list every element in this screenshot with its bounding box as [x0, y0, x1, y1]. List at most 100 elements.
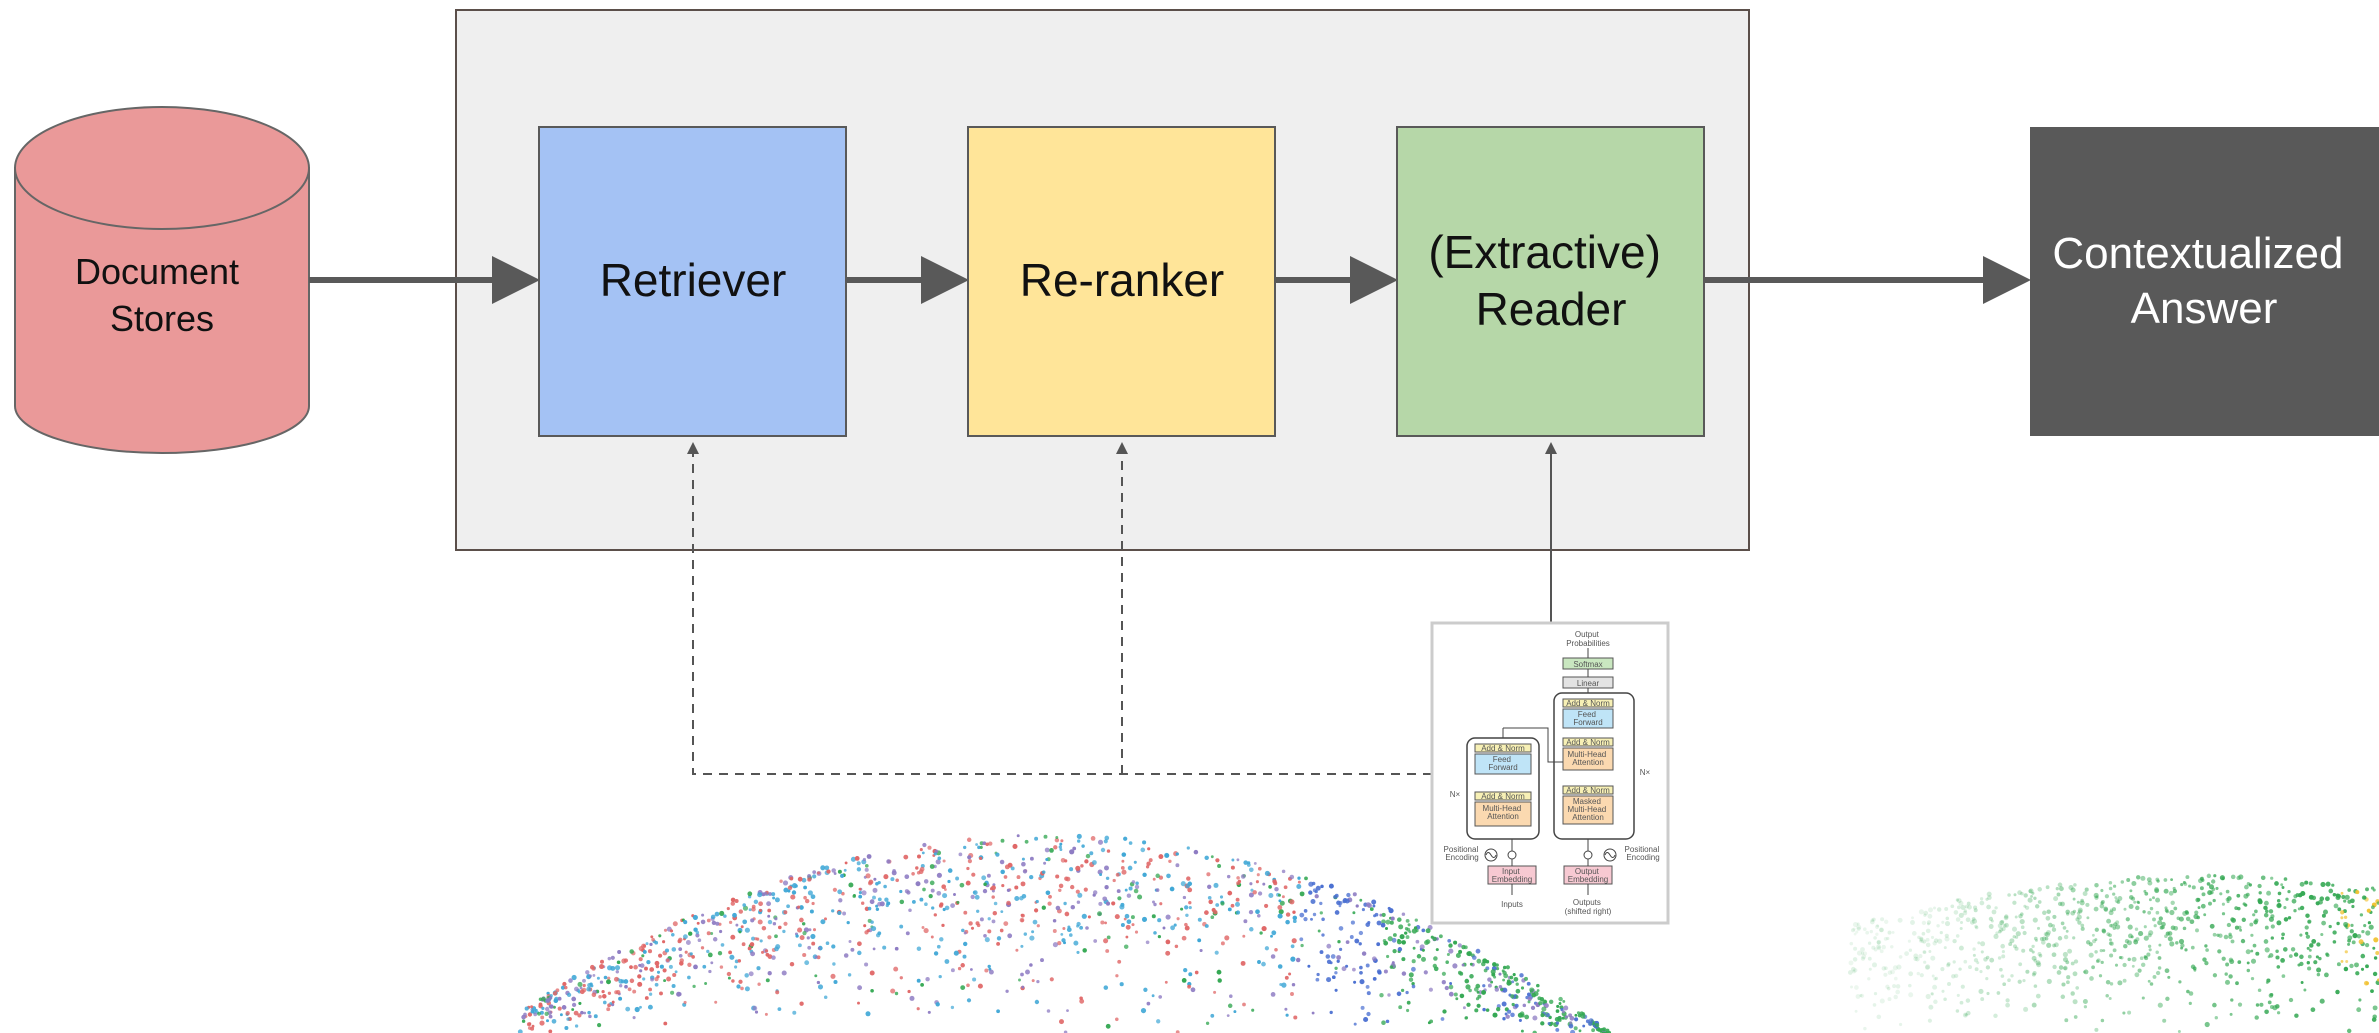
scatter-point	[574, 986, 579, 992]
scatter-point	[708, 969, 712, 974]
scatter-point	[2356, 1007, 2362, 1013]
scatter-point	[996, 936, 1002, 941]
scatter-point	[1473, 987, 1479, 992]
scatter-point	[1950, 904, 1955, 909]
scatter-point	[1399, 934, 1405, 940]
scatter-point	[1085, 926, 1089, 930]
scatter-point	[1264, 870, 1270, 876]
scatter-point	[2117, 980, 2123, 986]
scatter-point	[870, 989, 874, 993]
scatter-point	[1513, 976, 1519, 982]
scatter-point	[2300, 890, 2306, 897]
scatter-point	[2077, 920, 2082, 925]
scatter-point	[797, 927, 803, 933]
scatter-point	[606, 979, 611, 985]
scatter-point	[632, 989, 637, 994]
scatter-point	[2359, 913, 2364, 917]
scatter-point	[907, 989, 911, 994]
scatter-point	[2005, 998, 2010, 1003]
scatter-point	[1077, 892, 1083, 898]
scatter-point	[2023, 893, 2028, 898]
scatter-point	[578, 1001, 582, 1005]
scatter-point	[857, 941, 862, 947]
scatter-point	[1401, 940, 1406, 945]
scatter-point	[1070, 904, 1076, 910]
scatter-point	[560, 985, 566, 990]
scatter-point	[2373, 937, 2379, 943]
scatter-point	[691, 955, 695, 959]
scatter-point	[2305, 934, 2311, 939]
scatter-point	[1277, 893, 1282, 897]
scatter-point	[987, 917, 991, 921]
scatter-point	[1330, 954, 1336, 959]
scatter-point	[899, 976, 903, 980]
scatter-point	[1242, 934, 1246, 938]
scatter-point	[632, 1016, 636, 1020]
scatter-point	[1911, 931, 1917, 936]
scatter-point	[782, 880, 789, 886]
scatter-point	[517, 1029, 523, 1033]
scatter-point	[2046, 909, 2051, 914]
scatter-point	[2368, 924, 2374, 930]
scatter-point	[1868, 967, 1872, 971]
scatter-point	[2027, 897, 2033, 903]
scatter-point	[1369, 907, 1374, 911]
scatter-point	[1401, 971, 1407, 976]
scatter-point	[833, 979, 838, 985]
scatter-point	[2305, 913, 2310, 918]
scatter-point	[642, 944, 646, 948]
scatter-point	[2025, 969, 2030, 974]
scatter-point	[2356, 933, 2362, 939]
scatter-point	[1405, 935, 1410, 940]
scatter-point	[2133, 900, 2137, 904]
scatter-point	[2320, 932, 2324, 937]
scatter-point	[2041, 936, 2047, 941]
scatter-point	[2140, 962, 2146, 968]
scatter-point	[1958, 912, 1964, 918]
scatter-point	[911, 899, 916, 904]
scatter-point	[2035, 993, 2041, 999]
scatter-point	[1059, 848, 1063, 852]
scatter-point	[963, 845, 967, 850]
scatter-point	[2156, 879, 2160, 883]
scatter-point	[1087, 915, 1091, 919]
scatter-point	[1146, 1001, 1151, 1006]
scatter-point	[916, 1007, 920, 1011]
scatter-point	[1952, 960, 1956, 964]
scatter-point	[1034, 999, 1040, 1005]
scatter-point	[1248, 892, 1254, 898]
scatter-point	[1387, 993, 1391, 997]
scatter-point	[1400, 988, 1405, 993]
scatter-point	[991, 885, 996, 891]
scatter-point	[1908, 948, 1913, 952]
scatter-point	[1941, 989, 1945, 993]
scatter-point	[1157, 918, 1162, 923]
scatter-point	[2281, 932, 2285, 937]
scatter-point	[2046, 978, 2052, 984]
scatter-point	[1883, 937, 1888, 941]
scatter-point	[1130, 915, 1135, 920]
scatter-point	[1292, 915, 1298, 921]
scatter-point	[2000, 943, 2005, 949]
answer-label-line1: Contextualized	[2052, 229, 2343, 278]
scatter-point	[1514, 1003, 1519, 1008]
scatter-point	[541, 1006, 545, 1011]
scatter-point	[2322, 909, 2329, 915]
scatter-point	[1550, 1021, 1554, 1025]
scatter-point	[548, 1014, 553, 1019]
scatter-point	[582, 983, 586, 988]
scatter-point	[1881, 944, 1886, 950]
scatter-point	[1372, 904, 1376, 908]
scatter-point	[1455, 953, 1461, 958]
scatter-point	[1930, 955, 1936, 961]
scatter-point	[1921, 920, 1927, 926]
scatter-point	[1106, 935, 1111, 940]
scatter-point	[2022, 979, 2026, 983]
scatter-point	[1545, 1012, 1551, 1018]
scatter-point	[2306, 946, 2310, 950]
scatter-point	[786, 904, 790, 909]
scatter-point	[2276, 1011, 2281, 1015]
scatter-point	[1979, 970, 1983, 974]
scatter-point	[2103, 906, 2109, 912]
scatter-point	[2283, 917, 2289, 922]
